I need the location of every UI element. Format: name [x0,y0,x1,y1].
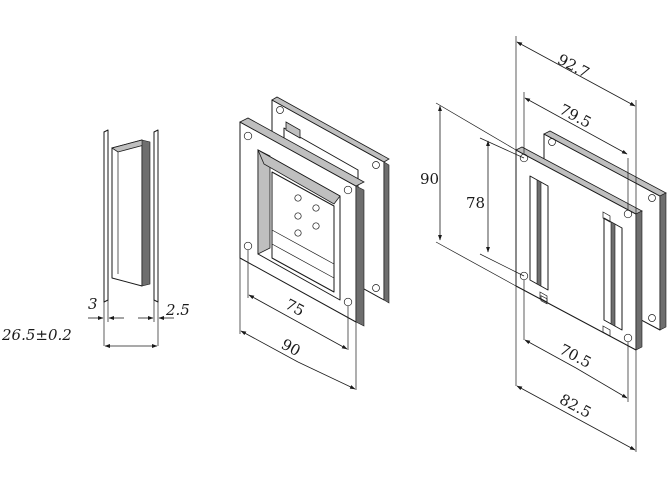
dim-inner-width: 79.5 [556,100,594,132]
dim-left-thickness: 3 [88,295,98,313]
dim-bottom-inner: 70.5 [556,340,594,372]
large-mount: 92.7 79.5 90 78 70.5 82.5 [420,36,667,452]
dim-inner-height: 78 [466,194,485,212]
dim-bottom-outer: 82.5 [556,390,594,422]
small-mount: 75 90 [239,96,390,390]
dim-outer-width: 92.7 [554,50,592,82]
dim-right-thickness: 2.5 [165,301,190,319]
side-view: 3 2.5 26.5±0.2 [1,129,190,348]
dim-outer-height: 90 [420,170,439,188]
dim-total-depth: 26.5±0.2 [1,326,72,344]
dim-plate-width: 90 [278,335,303,360]
dim-hole-spacing: 75 [282,295,307,320]
